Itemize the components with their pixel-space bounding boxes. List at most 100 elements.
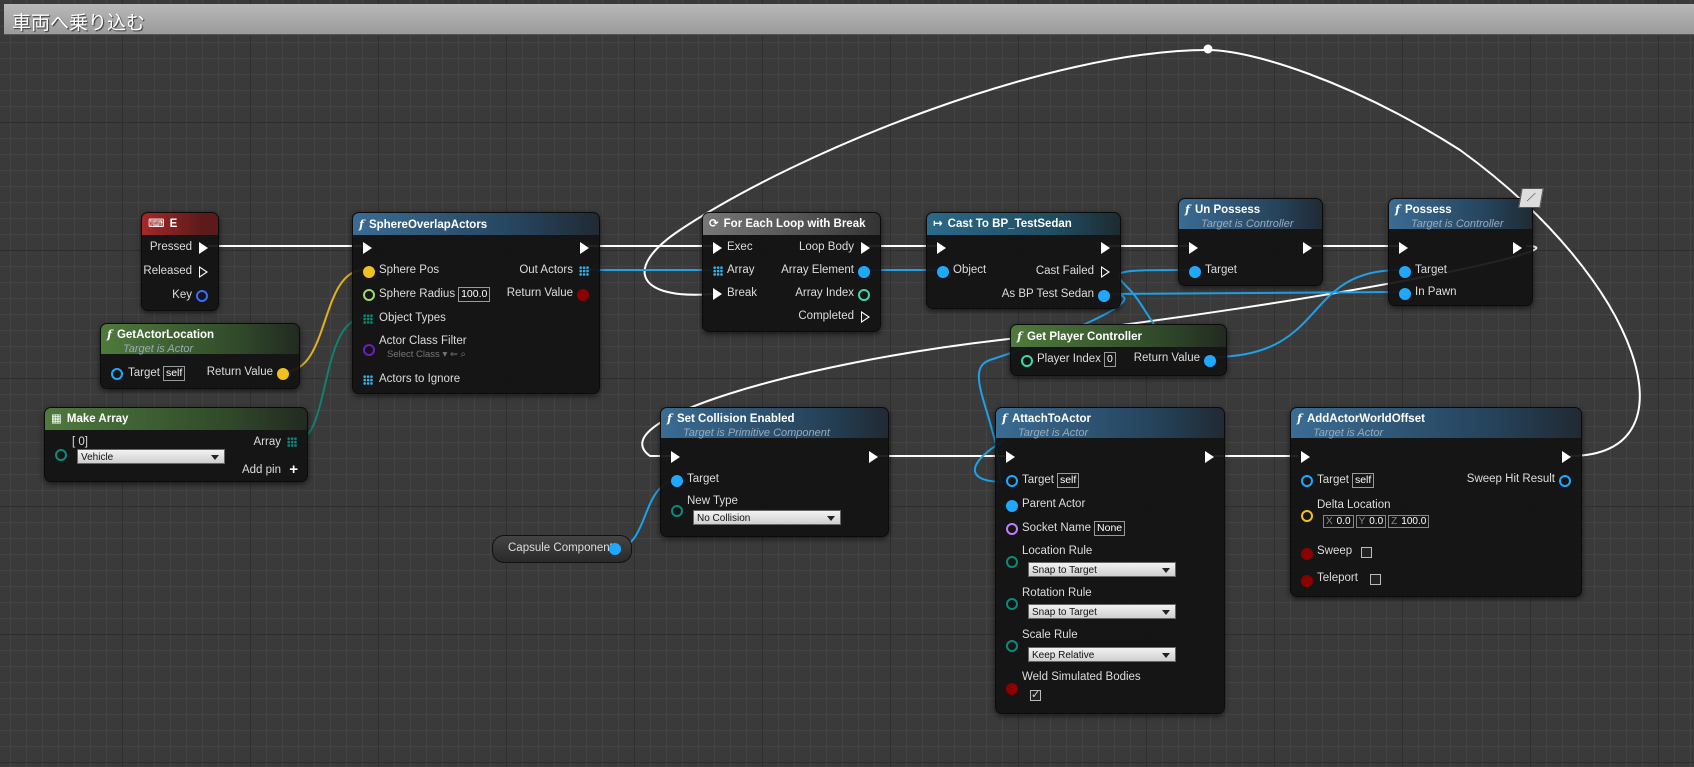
exec-input-pin[interactable] (937, 242, 946, 254)
array-output-pin[interactable] (287, 437, 297, 447)
capsule-component-variable-node[interactable]: Capsule Component (492, 535, 632, 563)
weld-checkbox[interactable] (1030, 688, 1041, 701)
select-class-dropdown[interactable]: Select Class ▾ ⇐ ⌕ (387, 349, 466, 360)
actors-to-ignore-pin[interactable] (363, 375, 373, 385)
exec-output-pin[interactable] (580, 242, 589, 254)
element-input-pin[interactable] (55, 449, 67, 461)
rotation-rule-dropdown[interactable]: Snap to Target (1028, 604, 1176, 619)
location-rule-dropdown[interactable]: Snap to Target (1028, 562, 1176, 577)
object-types-pin[interactable] (363, 314, 373, 324)
exec-input-pin[interactable] (1006, 451, 1015, 463)
exec-input-pin[interactable] (1301, 451, 1310, 463)
pin-label-target: Target (687, 473, 719, 485)
target-input-pin[interactable] (1006, 475, 1018, 487)
loop-body-pin[interactable] (861, 242, 870, 254)
exec-output-pin[interactable] (1303, 242, 1312, 254)
rotation-rule-pin[interactable] (1006, 598, 1018, 610)
return-value-pin[interactable] (577, 289, 589, 301)
target-input-pin[interactable] (111, 368, 123, 380)
key-output-pin[interactable] (196, 290, 208, 302)
location-rule-pin[interactable] (1006, 556, 1018, 568)
teleport-pin[interactable] (1301, 575, 1313, 587)
sweep-checkbox[interactable] (1361, 547, 1372, 558)
exec-input-pin[interactable] (713, 242, 722, 254)
as-sedan-pin[interactable] (1098, 290, 1110, 302)
for-each-loop-with-break-node[interactable]: ⟳For Each Loop with Break Exec Loop Body… (702, 212, 881, 332)
sweep-hit-result-pin[interactable] (1559, 475, 1571, 487)
return-value-pin[interactable] (1204, 355, 1216, 367)
sphere-pos-pin[interactable] (363, 266, 375, 278)
new-type-pin[interactable] (671, 505, 683, 517)
cast-to-bp-testsedan-node[interactable]: ↦Cast To BP_TestSedan Object Cast Failed… (926, 212, 1121, 309)
radius-value-box[interactable]: 100.0 (458, 287, 491, 302)
vehicle-enum-dropdown[interactable]: Vehicle (77, 449, 225, 464)
scale-rule-dropdown[interactable]: Keep Relative (1028, 647, 1176, 662)
exec-input-pin[interactable] (1189, 242, 1198, 254)
return-value-pin[interactable] (277, 368, 289, 380)
break-exec-pin[interactable] (713, 288, 722, 300)
parent-actor-pin[interactable] (1006, 500, 1018, 512)
exec-output-pin[interactable] (869, 451, 878, 463)
player-index-value-box[interactable]: 0 (1103, 352, 1116, 367)
socket-value-box[interactable]: None (1094, 521, 1126, 536)
target-input-pin[interactable] (671, 475, 683, 487)
exec-input-pin[interactable] (363, 242, 372, 254)
out-actors-pin[interactable] (579, 266, 589, 276)
add-pin-button[interactable]: Add pin (241, 464, 281, 476)
target-input-pin[interactable] (1189, 266, 1201, 278)
in-pawn-pin[interactable] (1399, 288, 1411, 300)
completed-exec-pin[interactable] (861, 311, 870, 323)
pin-label-out-actors: Out Actors (519, 264, 573, 276)
exec-output-pin[interactable] (1562, 451, 1571, 463)
collision-type-dropdown[interactable]: No Collision (693, 510, 841, 525)
pin-label-object: Object (953, 264, 987, 276)
object-wire-sedan-attach (977, 293, 1126, 483)
array-index-pin[interactable] (858, 289, 870, 301)
array-input-pin[interactable] (713, 266, 723, 276)
exec-output-pin[interactable] (1205, 451, 1214, 463)
delta-location-pin[interactable] (1301, 510, 1313, 522)
capsule-output-pin[interactable] (609, 543, 621, 555)
array-element-pin[interactable] (858, 266, 870, 278)
teleport-checkbox[interactable] (1370, 574, 1381, 585)
player-index-pin[interactable] (1021, 355, 1033, 367)
exec-input-pin[interactable] (1399, 242, 1408, 254)
pin-label-sweep: Sweep (1317, 545, 1353, 557)
pin-label-return-value: Return Value (506, 287, 573, 299)
weld-pin[interactable] (1006, 683, 1018, 695)
scale-rule-pin[interactable] (1006, 640, 1018, 652)
exec-output-pin[interactable] (1101, 242, 1110, 254)
sphere-radius-pin[interactable] (363, 289, 375, 301)
released-exec-pin[interactable] (199, 266, 208, 278)
pressed-exec-pin[interactable] (199, 242, 208, 254)
plus-icon[interactable]: + (289, 461, 298, 478)
target-input-pin[interactable] (1399, 266, 1411, 278)
object-input-pin[interactable] (937, 266, 949, 278)
pin-label-actor-class-filter: Actor Class Filter (379, 335, 467, 347)
exec-output-pin[interactable] (1513, 242, 1522, 254)
make-array-node[interactable]: ▦Make Array [ 0] Vehicle Array Add pin + (44, 407, 308, 482)
actor-class-filter-pin[interactable] (363, 344, 375, 356)
exec-input-pin[interactable] (671, 451, 680, 463)
socket-name-pin[interactable] (1006, 523, 1018, 535)
event-key-e-node[interactable]: ⌨E Pressed Released Key (141, 212, 219, 311)
reroute-node (1203, 44, 1213, 54)
cast-failed-pin[interactable] (1101, 266, 1110, 278)
pin-label-in-pawn: In Pawn (1415, 286, 1457, 298)
sweep-pin[interactable] (1301, 548, 1313, 560)
target-input-pin[interactable] (1301, 475, 1313, 487)
